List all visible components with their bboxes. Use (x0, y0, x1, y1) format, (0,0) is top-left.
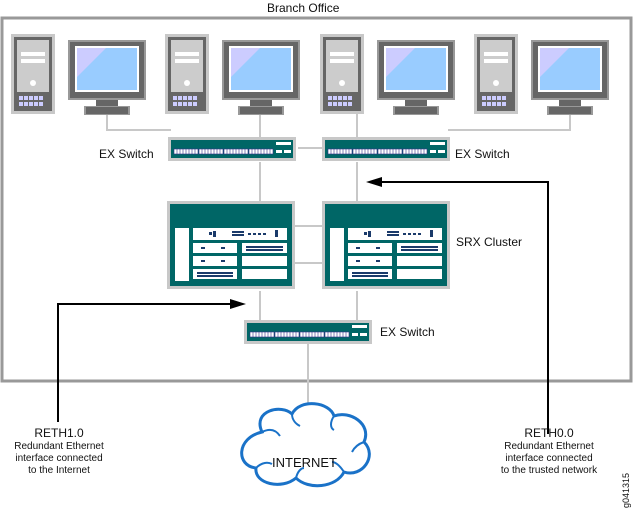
reth1-line-1: Redundant Ethernet (14, 441, 104, 452)
reth0-line-2: interface connected (505, 453, 593, 464)
reth0-line-3: to the trusted network (500, 465, 598, 476)
srx-node-1 (322, 201, 450, 289)
arrowhead-right-icon (230, 299, 246, 309)
figure-id: g041315 (621, 472, 631, 508)
ex-switch-left-label: EX Switch (99, 147, 154, 161)
srx-cluster-label: SRX Cluster (456, 235, 523, 249)
network-links (106, 113, 571, 412)
reth1-line-2: interface connected (15, 453, 103, 464)
workstation-monitor-3 (377, 40, 455, 115)
ex-switch-right-label: EX Switch (455, 147, 510, 161)
workstation-tower-2 (165, 34, 209, 114)
link-ws4-right-switch (448, 113, 571, 131)
reth0-arrow (366, 177, 549, 434)
reth0-line-1: Redundant Ethernet (504, 441, 594, 452)
reth1-arrow (57, 299, 246, 422)
ex-switch-bottom (243, 319, 373, 345)
internet-cloud-icon (240, 402, 371, 488)
reth0-annotation: RETH0.0 Redundant Ethernet interface con… (488, 426, 610, 477)
reth1-annotation: RETH1.0 Redundant Ethernet interface con… (0, 426, 118, 477)
reth1-title: RETH1.0 (34, 426, 84, 440)
internet-label: INTERNET (272, 455, 337, 470)
workstation-tower-3 (320, 34, 364, 114)
arrowhead-left-icon (366, 177, 382, 187)
workstation-monitor-2 (222, 40, 300, 115)
workstation-tower-4 (474, 34, 518, 114)
workstation-tower-1 (11, 34, 55, 114)
workstation-monitor-1 (68, 40, 146, 115)
branch-office-title: Branch Office (267, 1, 340, 15)
reth1-line-3: to the Internet (28, 465, 90, 476)
ex-switch-bottom-label: EX Switch (380, 325, 435, 339)
ex-switch-left (167, 136, 297, 162)
ex-switch-right (321, 136, 451, 162)
link-ws2-left-switch (106, 113, 171, 131)
reth0-title: RETH0.0 (524, 426, 574, 440)
srx-node-0 (167, 201, 295, 289)
branch-office-boundary (0, 16, 633, 383)
workstation-monitor-4 (531, 40, 609, 115)
